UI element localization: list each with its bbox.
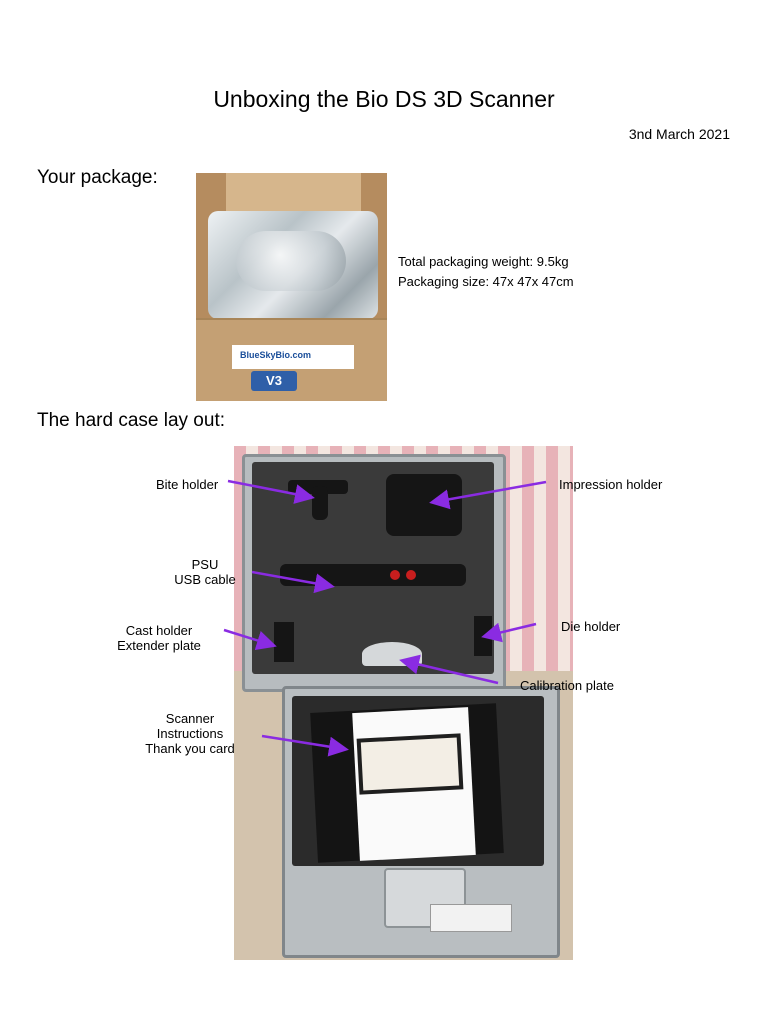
foam-cutout-die-holder bbox=[474, 616, 492, 656]
label-scanner: Scanner bbox=[165, 711, 215, 726]
foam-cutout-cast-holder bbox=[274, 622, 294, 662]
package-photo: BlueSkyBio.com V3 bbox=[196, 173, 387, 401]
label-cast-holder: Cast holder bbox=[125, 623, 193, 638]
calibration-plate-object bbox=[362, 642, 422, 666]
red-connector-icon bbox=[390, 570, 400, 580]
packaging-weight: Total packaging weight: 9.5kg bbox=[398, 254, 569, 269]
label-bite-holder: Bite holder bbox=[156, 477, 219, 492]
foam-cutout-bite-holder-stem bbox=[312, 486, 328, 520]
label-scanner-group: Scanner Instructions Thank you card bbox=[136, 711, 244, 756]
box-flap-top bbox=[226, 173, 361, 213]
label-instructions: Instructions bbox=[156, 726, 224, 741]
thank-you-card bbox=[356, 733, 464, 795]
label-cast-extender: Cast holder Extender plate bbox=[107, 623, 211, 653]
foam-cutout-psu bbox=[280, 564, 466, 586]
page-title: Unboxing the Bio DS 3D Scanner bbox=[213, 86, 555, 112]
label-die-holder: Die holder bbox=[561, 619, 621, 634]
label-calibration-plate: Calibration plate bbox=[520, 678, 614, 693]
section-heading-case: The hard case lay out: bbox=[37, 410, 225, 431]
bubble-wrap-highlight bbox=[236, 231, 346, 291]
document-date: 3nd March 2021 bbox=[628, 126, 730, 142]
foam-cutout-impression-holder bbox=[386, 474, 462, 536]
label-thank-you-card: Thank you card bbox=[145, 741, 235, 756]
red-connector-icon bbox=[406, 570, 416, 580]
case-sticker bbox=[430, 904, 512, 932]
label-psu-usb: PSU USB cable bbox=[150, 557, 260, 587]
label-psu: PSU bbox=[191, 557, 219, 572]
label-impression-holder: Impression holder bbox=[559, 477, 663, 492]
box-label: BlueSkyBio.com bbox=[232, 345, 354, 369]
hard-case-photo bbox=[234, 446, 573, 960]
packaging-size: Packaging size: 47x 47x 47cm bbox=[398, 274, 574, 289]
box-brand-text: BlueSkyBio.com bbox=[240, 350, 312, 360]
box-badge: V3 bbox=[251, 371, 297, 391]
label-extender-plate: Extender plate bbox=[117, 638, 201, 653]
section-heading-package: Your package: bbox=[37, 167, 158, 188]
label-usb-cable: USB cable bbox=[174, 572, 236, 587]
